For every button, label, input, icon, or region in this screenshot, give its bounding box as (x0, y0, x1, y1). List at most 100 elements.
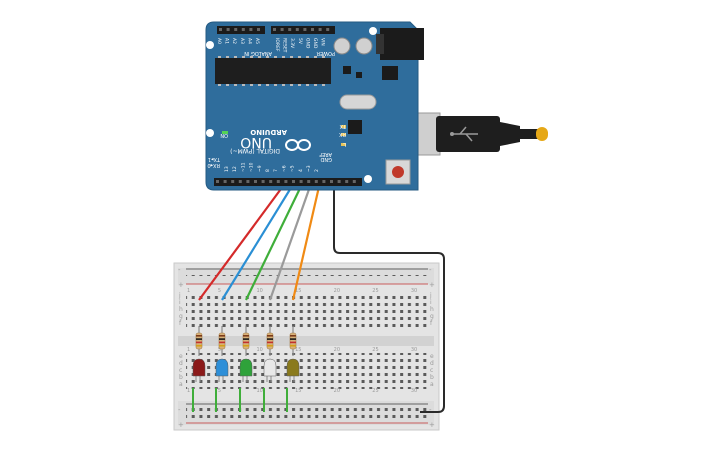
row-label: e (179, 353, 183, 360)
chip-pin (314, 56, 317, 58)
column-label: 5 (218, 388, 221, 394)
chip-pins (218, 56, 325, 86)
header-pin (307, 180, 311, 183)
resistor-band (290, 335, 296, 337)
row-label: e (430, 353, 434, 360)
row-label: c (179, 367, 182, 374)
led-white[interactable] (263, 358, 277, 377)
wire-blue[interactable] (221, 177, 298, 301)
analog-pin-label: A3 (239, 38, 245, 44)
wires (198, 177, 445, 413)
digital-pin-label: 7 (273, 169, 279, 172)
chip-pin (290, 84, 293, 86)
chip-pin (250, 84, 253, 86)
analog-header[interactable] (217, 26, 265, 34)
header-pin (223, 180, 227, 183)
power-pin-label: GND (312, 38, 318, 49)
chip-pin (314, 84, 317, 86)
digital-pin-label: 4 (298, 169, 304, 172)
resistor-band (243, 344, 249, 347)
column-label: 20 (334, 347, 340, 353)
digital-pin-label: ~5 (290, 165, 296, 172)
header-pin (234, 28, 238, 31)
row-label: b (430, 374, 434, 381)
led-blue[interactable] (215, 358, 229, 377)
txd-label: TX▸1 (208, 156, 221, 162)
column-label: 10 (256, 388, 262, 394)
column-label: 25 (372, 388, 378, 394)
resistor-band (219, 335, 225, 337)
column-label: 10 (256, 288, 262, 294)
capacitor (333, 37, 351, 55)
digital-pin-label: ~11 (240, 162, 246, 172)
usb-strain-relief (500, 122, 520, 146)
led-yellow[interactable] (286, 358, 300, 377)
arduino-uno-board[interactable]: ARDUINO UNO DIGITAL (PWM~) AREF GND ON T… (205, 21, 424, 191)
power-jack[interactable] (380, 28, 424, 60)
wire-green[interactable] (245, 177, 306, 301)
wire-red[interactable] (198, 177, 290, 301)
column-label: 20 (334, 388, 340, 394)
chip-pin (298, 84, 301, 86)
wire-black-ground[interactable] (333, 178, 445, 413)
chip-pin (250, 56, 253, 58)
rail-plus-label-top-right: + (429, 281, 435, 289)
chip-pin (266, 84, 269, 86)
header-pin (318, 28, 322, 31)
chip-pin (274, 84, 277, 86)
wire-gray[interactable] (268, 177, 315, 301)
digital-label: DIGITAL (PWM~) (230, 147, 280, 154)
header-pin (269, 180, 273, 183)
rx-led (341, 133, 346, 136)
analog-pin-label: A5 (254, 38, 260, 44)
resistor-band (196, 341, 202, 344)
column-label: 15 (295, 288, 301, 294)
resistor-band (219, 341, 225, 344)
header-pin (345, 180, 349, 183)
power-header[interactable] (271, 26, 335, 34)
resistor-band (267, 341, 273, 344)
row-label: h (430, 306, 434, 313)
chip-pin (234, 56, 237, 58)
led-green[interactable] (239, 358, 253, 377)
chip-pin (290, 56, 293, 58)
header-pin (257, 28, 260, 31)
resistor-band (196, 335, 202, 337)
column-label: 30 (411, 388, 417, 394)
resistor-band (196, 344, 202, 347)
resistor-band (290, 344, 296, 347)
column-label: 5 (218, 288, 221, 294)
resistor-band (243, 341, 249, 344)
column-label: 30 (411, 347, 417, 353)
resistor-band (243, 335, 249, 337)
row-label: a (179, 381, 183, 388)
mount-hole (369, 27, 377, 35)
led-red[interactable] (192, 358, 206, 377)
header-pin (288, 28, 292, 31)
column-label: 5 (218, 347, 221, 353)
row-label: i (430, 299, 432, 306)
resistor-band (196, 338, 202, 340)
power-pin-label: 3.3V (289, 38, 295, 49)
digital-pin-label: ~6 (281, 165, 287, 172)
header-pin (303, 28, 307, 31)
header-pin (231, 180, 235, 183)
arduino-logo (285, 139, 311, 151)
row-label: g (179, 313, 183, 320)
rail-plus-label-bottom: + (178, 421, 184, 429)
header-pin (299, 180, 303, 183)
power-pin-label: 5V (297, 38, 303, 45)
wire-orange[interactable] (291, 177, 323, 301)
digital-header-low[interactable] (214, 178, 286, 186)
resistor-band (219, 344, 225, 347)
header-pin (280, 28, 284, 31)
resistor-band (267, 344, 273, 347)
header-pin (216, 180, 219, 183)
on-label: ON (220, 132, 228, 138)
reset-button-cap[interactable] (392, 166, 404, 178)
analog-pin-label: A1 (224, 38, 230, 44)
